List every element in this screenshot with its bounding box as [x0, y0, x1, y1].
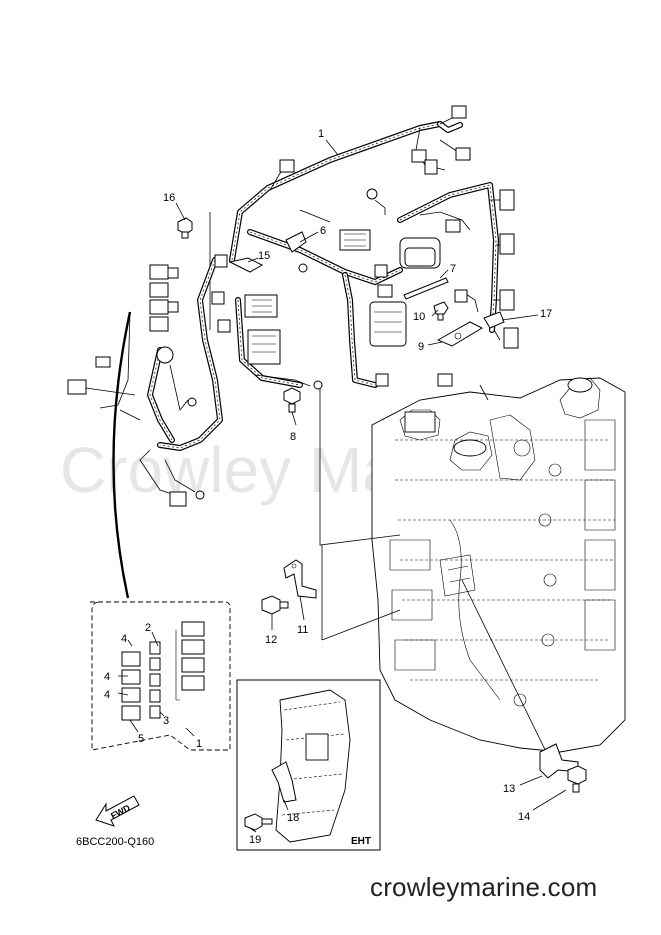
callout-labels: 1 16 6 15 7 17 10 9 8 11 12 2 4 4 4 3 5 …: [104, 128, 552, 847]
callout-18: 18: [287, 812, 299, 824]
callout-6: 6: [320, 225, 326, 237]
eht-inset-box: [236, 679, 381, 851]
inset-label: EHT: [351, 836, 371, 847]
part-6-clamp: [285, 231, 307, 253]
callout-8: 8: [290, 431, 296, 443]
part-7-tie: [403, 277, 449, 300]
callout-1: 1: [318, 128, 324, 140]
part-10-bolt: [433, 301, 449, 321]
engine-block: [371, 377, 626, 753]
callout-16: 16: [163, 192, 175, 204]
part-9-bracket: [436, 321, 484, 347]
callout-4b: 4: [104, 671, 110, 683]
callout-leaders: [175, 139, 567, 833]
callout-9: 9: [418, 341, 424, 353]
callout-2: 2: [145, 622, 151, 634]
callout-19: 19: [249, 834, 261, 846]
callout-3: 3: [163, 715, 169, 727]
callout-1-box: 1: [196, 738, 202, 750]
callout-4a: 4: [121, 633, 127, 645]
part-17-clip: [483, 311, 505, 329]
callout-17: 17: [540, 308, 552, 320]
callout-7: 7: [450, 263, 456, 275]
callout-4c: 4: [104, 689, 110, 701]
relay-detail-box: [90, 311, 231, 751]
fwd-arrow-icon: FWD: [95, 795, 140, 827]
callout-13: 13: [503, 783, 515, 795]
part-14-bolt: [567, 765, 587, 793]
part-11-bracket: [283, 559, 317, 599]
callout-10: 10: [413, 311, 425, 323]
drawing-code: 6BCC200-Q160: [76, 836, 155, 848]
website-url: crowleymarine.com: [370, 872, 598, 902]
callout-11: 11: [297, 624, 308, 636]
part-15-clamp: [228, 257, 264, 273]
callout-15: 15: [258, 250, 270, 262]
callout-12: 12: [265, 634, 277, 646]
callout-14: 14: [518, 811, 530, 823]
part-8-bolt: [283, 387, 301, 413]
part-16-bolt: [177, 217, 193, 239]
wire-harness: [67, 105, 519, 507]
callout-5: 5: [138, 733, 144, 745]
part-12-bolt: [261, 595, 289, 615]
